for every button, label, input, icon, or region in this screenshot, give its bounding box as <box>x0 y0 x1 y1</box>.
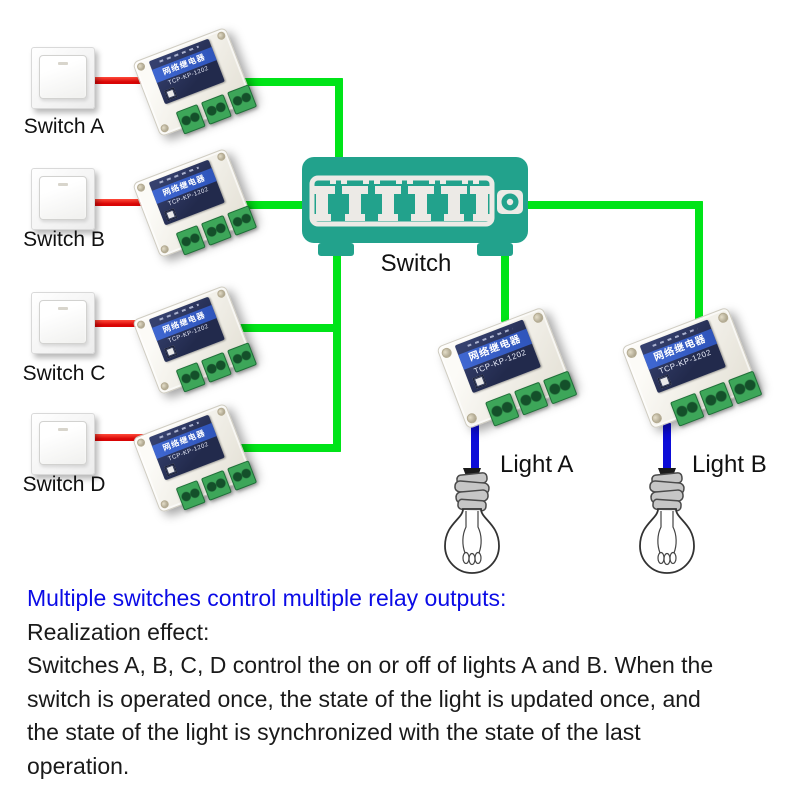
relay-module-b: 网络继电器 TCP-KP-1202 <box>131 147 258 259</box>
wire-green-left-foot-v <box>333 252 341 452</box>
caption-line: Switches A, B, C, D control the on or of… <box>27 652 714 678</box>
wire-green-right-v <box>695 201 703 325</box>
wall-switch-c-label: Switch C <box>22 362 106 385</box>
switch-foot-right <box>477 243 513 256</box>
caption-block: Multiple switches control multiple relay… <box>27 582 787 783</box>
switch-button <box>39 176 87 220</box>
qr-code-icon <box>163 86 178 101</box>
relay-module-light-a: 网络继电器 TCP-KP-1202 <box>436 306 578 430</box>
caption-line: the state of the light is synchronized w… <box>27 719 641 745</box>
wire-green-relay-a-v <box>335 78 343 164</box>
wire-green-relay-b-h <box>240 201 311 209</box>
wall-switch-c <box>31 292 95 354</box>
wall-switch-b-label: Switch B <box>23 228 105 251</box>
wire-red-switch-d <box>88 434 155 441</box>
wall-switch-b <box>31 168 95 230</box>
wall-switch-d-label: Switch D <box>22 473 106 496</box>
switch-indicator <box>58 428 68 431</box>
network-switch <box>302 157 528 256</box>
network-switch-label: Switch <box>380 250 452 277</box>
switch-button <box>39 300 87 344</box>
wall-switch-a <box>31 47 95 109</box>
relay-module-light-b: 网络继电器 TCP-KP-1202 <box>621 306 763 430</box>
wire-red-switch-b <box>88 199 155 206</box>
wire-red-switch-c <box>88 320 155 327</box>
switch-foot-left <box>318 243 354 256</box>
switch-button <box>39 55 87 99</box>
wall-switch-d <box>31 413 95 475</box>
light-bulb-a-icon <box>444 468 500 574</box>
ethernet-ports-icon <box>311 180 494 221</box>
caption-line: operation. <box>27 752 130 779</box>
switch-indicator <box>58 307 68 310</box>
wire-green-relay-d-h <box>240 444 341 452</box>
relay-module-a: 网络继电器 TCP-KP-1202 <box>131 26 258 138</box>
wire-blue-light-a <box>471 420 479 475</box>
qr-code-icon <box>163 462 178 477</box>
caption-heading: Multiple switches control multiple relay… <box>27 585 507 611</box>
light-a-label: Light A <box>500 451 574 478</box>
qr-code-icon <box>163 207 178 222</box>
qr-code-icon <box>472 373 487 389</box>
power-connector-icon <box>497 190 523 214</box>
relay-module-c: 网络继电器 TCP-KP-1202 <box>131 284 258 396</box>
wire-green-right-h <box>524 201 703 209</box>
switch-indicator <box>58 183 68 186</box>
switch-button <box>39 421 87 465</box>
switch-indicator <box>58 62 68 65</box>
wire-green-relay-c-h <box>240 324 341 332</box>
wire-green-right-foot-v <box>501 252 509 322</box>
wire-red-switch-a <box>88 77 155 84</box>
qr-code-icon <box>163 344 178 359</box>
wall-switch-a-label: Switch A <box>23 115 105 138</box>
light-bulb-b-icon <box>639 468 695 574</box>
caption-line: Realization effect: <box>27 618 210 645</box>
wire-blue-light-b <box>663 423 671 475</box>
relay-module-d: 网络继电器 TCP-KP-1202 <box>131 402 258 514</box>
caption-line: switch is operated once, the state of th… <box>27 685 701 712</box>
wire-green-relay-a-h <box>240 78 343 86</box>
port-frame <box>309 175 495 227</box>
light-b-label: Light B <box>692 451 767 478</box>
qr-code-icon <box>657 373 672 389</box>
